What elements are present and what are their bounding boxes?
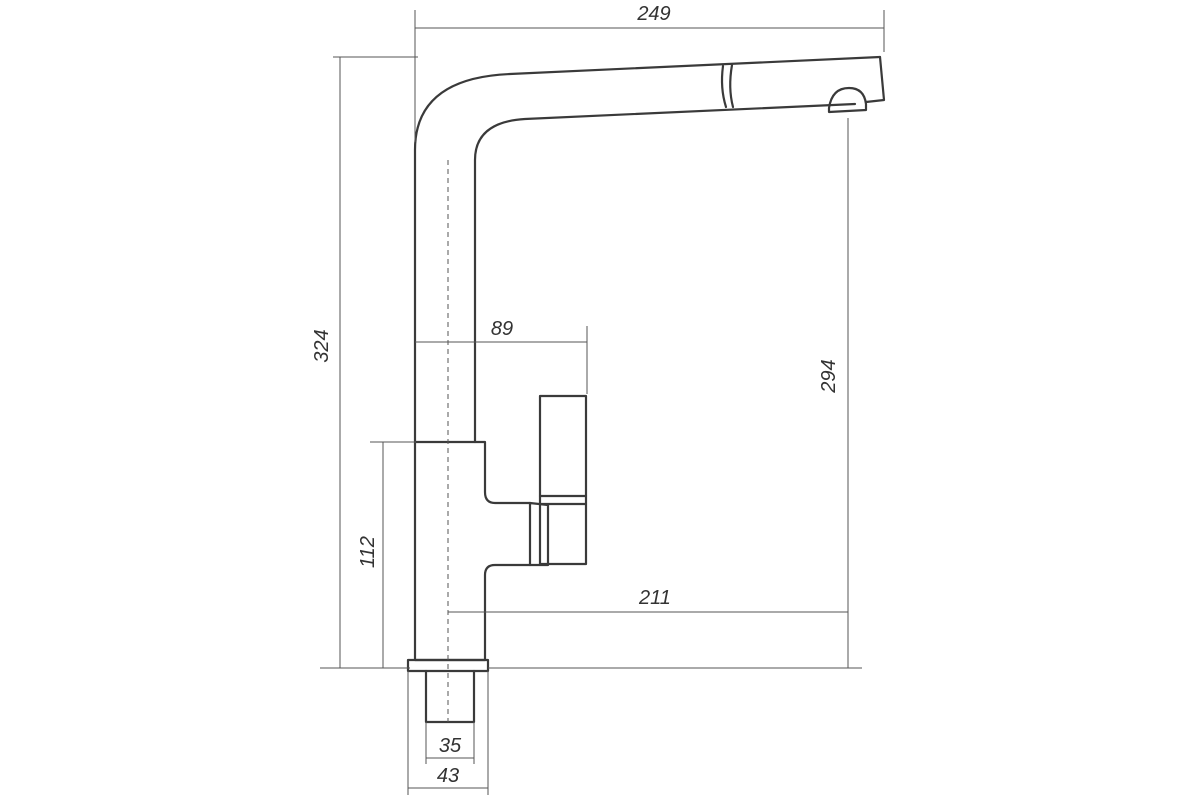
- faucet-outline: [406, 55, 886, 724]
- aerator: [827, 86, 868, 114]
- dim-label-211: 211: [638, 587, 671, 609]
- dim-label-89: 89: [491, 318, 513, 340]
- dimension-overall-width: 249: [414, 3, 885, 142]
- dim-label-249: 249: [636, 3, 670, 25]
- handle-cartridge-line: [538, 494, 588, 506]
- dimension-base-diameter: 43: [407, 671, 489, 795]
- dimension-spout-height: 294: [488, 118, 862, 669]
- dim-label-35: 35: [439, 735, 462, 757]
- spout-inner-edge: [473, 102, 857, 444]
- shank: [424, 669, 476, 724]
- spout-outer-edge: [413, 55, 882, 444]
- dimension-base-height: 112: [357, 441, 416, 668]
- dimension-overall-height: 324: [311, 56, 418, 669]
- dimension-shank-diameter: 35: [425, 722, 475, 764]
- handle-lever: [538, 394, 588, 566]
- dim-label-294: 294: [818, 359, 840, 393]
- dim-label-112: 112: [357, 536, 379, 568]
- dim-label-324: 324: [311, 329, 333, 362]
- dimension-handle-offset: 89: [415, 318, 588, 394]
- pull-out-joint: [720, 63, 735, 109]
- dim-label-43: 43: [437, 765, 459, 787]
- dimension-spout-reach: 211: [448, 587, 848, 613]
- spout-tip: [864, 55, 886, 104]
- faucet-body: [413, 440, 532, 662]
